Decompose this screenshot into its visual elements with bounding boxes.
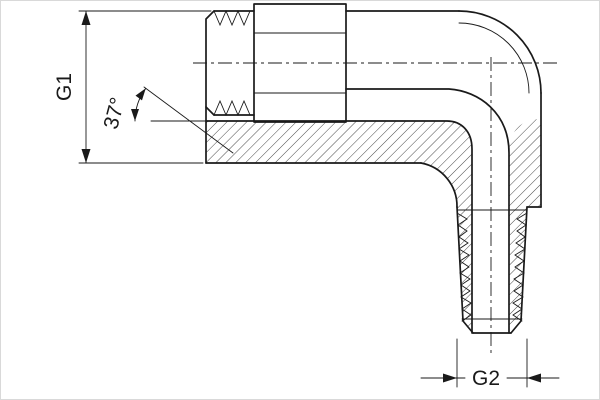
inner-fillet-arc: [420, 162, 458, 208]
g2-arrow-right: [527, 373, 541, 383]
inner-corner-arc: [458, 22, 530, 94]
angle-arrow-lower: [131, 109, 139, 121]
hex-body: [253, 3, 347, 123]
outer-corner-arc: [458, 10, 542, 94]
g1-arrow-top: [81, 11, 91, 25]
dimension-g1: G1: [53, 10, 212, 164]
bore-turn-edge: [345, 88, 510, 334]
centerlines: [193, 57, 557, 353]
g2-arrow-left: [443, 373, 457, 383]
g1-arrow-bottom: [81, 149, 91, 163]
bore-lower-wall-edge: [205, 120, 473, 334]
bottom-port-thread-right: [512, 212, 528, 322]
bottom-port-right-edge: [510, 206, 528, 334]
fitting-outline: [205, 3, 542, 334]
g2-label: G2: [472, 367, 500, 390]
hatch-left-wall: [206, 121, 472, 333]
bottom-port-thread-left: [456, 212, 472, 322]
g1-label: G1: [53, 73, 76, 101]
angle-flare-line: [143, 86, 234, 154]
left-port-thread-top: [213, 9, 251, 27]
left-port-nose: [205, 10, 215, 164]
left-port-nose-chamfer: [205, 106, 215, 116]
dimension-g2: G2: [420, 338, 560, 390]
left-port-thread-bottom: [213, 99, 251, 117]
angle-label: 37°: [100, 95, 130, 132]
bottom-port-left-edge: [456, 206, 474, 334]
angle-arrow-upper: [135, 88, 146, 101]
